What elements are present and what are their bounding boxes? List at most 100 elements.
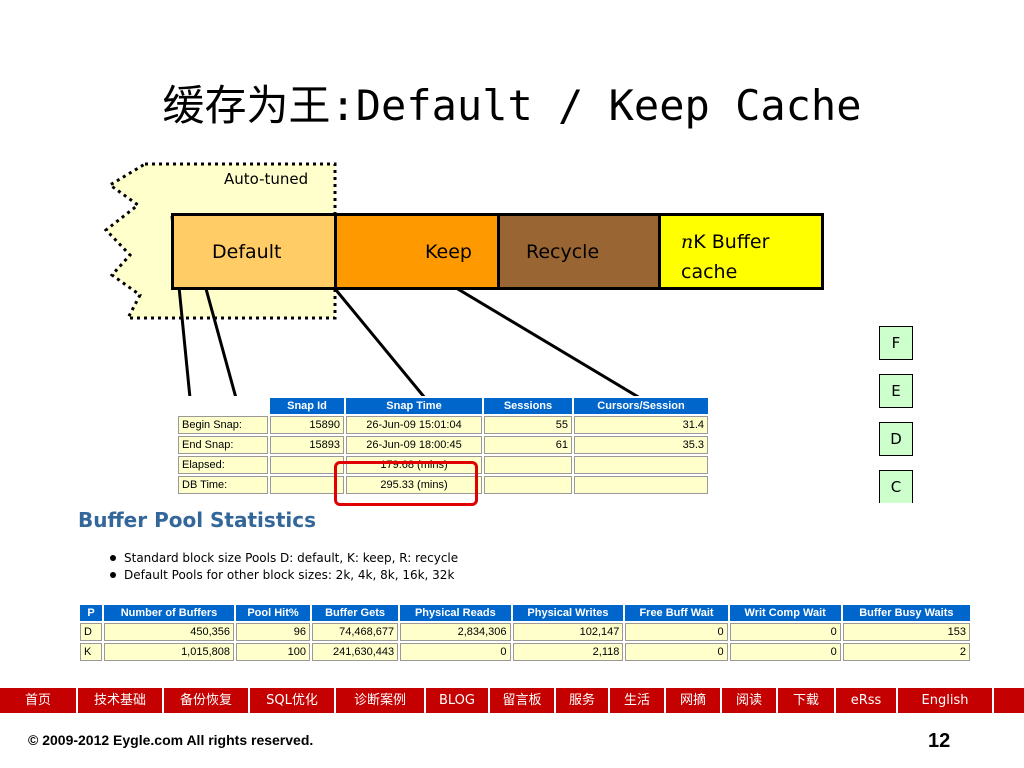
snapshot-cell: 15890 [268, 414, 346, 436]
snapshot-cell [268, 474, 346, 496]
bp-cell: 241,630,443 [309, 641, 401, 663]
snapshot-header-sessions: Sessions [482, 396, 574, 416]
nav-item-download[interactable]: 下载 [778, 688, 836, 713]
snapshot-cell: 31.4 [572, 414, 710, 436]
snapshot-cell [572, 474, 710, 496]
snapshot-cell: Elapsed: [176, 454, 270, 476]
keep-pool-segment: Keep [334, 213, 500, 290]
bp-header-writ-comp-wait: Writ Comp Wait [727, 603, 843, 623]
nk-line1: K Buffer [693, 231, 770, 253]
bp-cell: 96 [234, 621, 312, 643]
snapshot-cell: End Snap: [176, 434, 270, 456]
table-row: DB Time: 295.33 (mins) [176, 474, 710, 496]
bp-header-free-buff-wait: Free Buff Wait [623, 603, 730, 623]
bp-cell: 0 [623, 641, 730, 663]
nk-prefix: n [681, 231, 694, 253]
bp-cell: 0 [398, 641, 513, 663]
bp-cell: 0 [623, 621, 730, 643]
bp-cell: D [78, 621, 104, 643]
nav-item-tech-basics[interactable]: 技术基础 [78, 688, 164, 713]
side-label-e: E [879, 374, 913, 408]
nav-item-sql-tuning[interactable]: SQL优化 [250, 688, 336, 713]
buffer-pool-notes: Standard block size Pools D: default, K:… [106, 551, 458, 585]
nav-item-diagnosis-cases[interactable]: 诊断案例 [336, 688, 426, 713]
snapshot-header-row: Snap Id Snap Time Sessions Cursors/Sessi… [176, 396, 710, 416]
snapshot-cell: 295.33 (mins) [344, 474, 484, 496]
recycle-pool-segment: Recycle [497, 213, 663, 290]
bp-cell: 74,468,677 [309, 621, 401, 643]
slide-title: 缓存为王:Default / Keep Cache [162, 81, 862, 130]
navigation-bar: 首页 技术基础 备份恢复 SQL优化 诊断案例 BLOG 留言板 服务 生活 网… [0, 688, 1024, 713]
snapshot-cell: 15893 [268, 434, 346, 456]
keep-pool-label: Keep [425, 241, 472, 263]
bp-cell: 0 [727, 641, 843, 663]
bp-header-buffer-gets: Buffer Gets [309, 603, 401, 623]
bp-cell: 100 [234, 641, 312, 663]
snapshot-cell [482, 474, 574, 496]
snapshot-cell: 35.3 [572, 434, 710, 456]
buffer-pool-header-row: P Number of Buffers Pool Hit% Buffer Get… [78, 603, 973, 623]
bp-cell: 1,015,808 [102, 641, 236, 663]
snapshot-header-snap-id: Snap Id [268, 396, 346, 416]
bp-header-physical-writes: Physical Writes [510, 603, 626, 623]
snapshot-table: Snap Id Snap Time Sessions Cursors/Sessi… [176, 396, 710, 496]
snapshot-cell: Begin Snap: [176, 414, 270, 436]
snapshot-cell: 61 [482, 434, 574, 456]
snapshot-cell: DB Time: [176, 474, 270, 496]
snapshot-header-cursors: Cursors/Session [572, 396, 710, 416]
nav-item-blog[interactable]: BLOG [426, 688, 490, 713]
nav-item-life[interactable]: 生活 [610, 688, 666, 713]
default-pool-segment: Default [171, 213, 337, 290]
bp-header-pool-hit: Pool Hit% [234, 603, 312, 623]
nav-item-home[interactable]: 首页 [0, 688, 78, 713]
snapshot-cell [482, 454, 574, 476]
bp-header-buffer-busy-waits: Buffer Busy Waits [840, 603, 973, 623]
page-number: 12 [928, 730, 951, 752]
nk-line2: cache [681, 261, 738, 283]
table-row: Begin Snap: 15890 26-Jun-09 15:01:04 55 … [176, 414, 710, 436]
buffer-pool-heading: Buffer Pool Statistics [78, 508, 316, 532]
nk-buffer-cache-label: nK Buffer cache [681, 227, 769, 287]
snapshot-header-empty [176, 396, 270, 416]
nav-item-guestbook[interactable]: 留言板 [490, 688, 556, 713]
bp-cell: 2 [840, 641, 973, 663]
bp-cell: 102,147 [510, 621, 626, 643]
snapshot-cell [268, 454, 346, 476]
bp-cell: 2,834,306 [398, 621, 513, 643]
buffer-pool-table: P Number of Buffers Pool Hit% Buffer Get… [78, 603, 973, 663]
snapshot-cell: 179.68 (mins) [344, 454, 484, 476]
nk-buffer-cache-segment: nK Buffer cache [658, 213, 824, 290]
nav-item-reading[interactable]: 阅读 [722, 688, 778, 713]
list-item: Standard block size Pools D: default, K:… [106, 551, 458, 568]
snapshot-cell [572, 454, 710, 476]
bp-cell: 2,118 [510, 641, 626, 663]
nav-item-backup-recovery[interactable]: 备份恢复 [164, 688, 250, 713]
elapsed-highlight-box [334, 461, 478, 506]
bp-cell: 450,356 [102, 621, 236, 643]
bp-header-p: P [78, 603, 104, 623]
side-label-c: C [879, 470, 913, 503]
table-row: End Snap: 15893 26-Jun-09 18:00:45 61 35… [176, 434, 710, 456]
nav-item-erss[interactable]: eRss [836, 688, 898, 713]
bp-cell: K [78, 641, 104, 663]
nav-item-digest[interactable]: 网摘 [666, 688, 722, 713]
copyright-footer: © 2009-2012 Eygle.com All rights reserve… [28, 732, 314, 748]
nav-item-english[interactable]: English [898, 688, 994, 713]
recycle-pool-label: Recycle [526, 241, 600, 263]
table-row: D 450,356 96 74,468,677 2,834,306 102,14… [78, 621, 973, 643]
side-label-c-box: C [879, 470, 913, 503]
snapshot-header-snap-time: Snap Time [344, 396, 484, 416]
connector-line [334, 289, 427, 399]
snapshot-cell: 26-Jun-09 18:00:45 [344, 434, 484, 456]
bp-header-physical-reads: Physical Reads [398, 603, 513, 623]
table-row: K 1,015,808 100 241,630,443 0 2,118 0 0 … [78, 641, 973, 663]
auto-tuned-label: Auto-tuned [224, 170, 309, 188]
default-pool-label: Default [212, 241, 282, 263]
bp-header-number-of-buffers: Number of Buffers [102, 603, 236, 623]
snapshot-cell: 55 [482, 414, 574, 436]
side-label-f: F [879, 326, 913, 360]
list-item: Default Pools for other block sizes: 2k,… [106, 568, 458, 585]
snapshot-cell: 26-Jun-09 15:01:04 [344, 414, 484, 436]
nav-item-services[interactable]: 服务 [556, 688, 610, 713]
bp-cell: 0 [727, 621, 843, 643]
